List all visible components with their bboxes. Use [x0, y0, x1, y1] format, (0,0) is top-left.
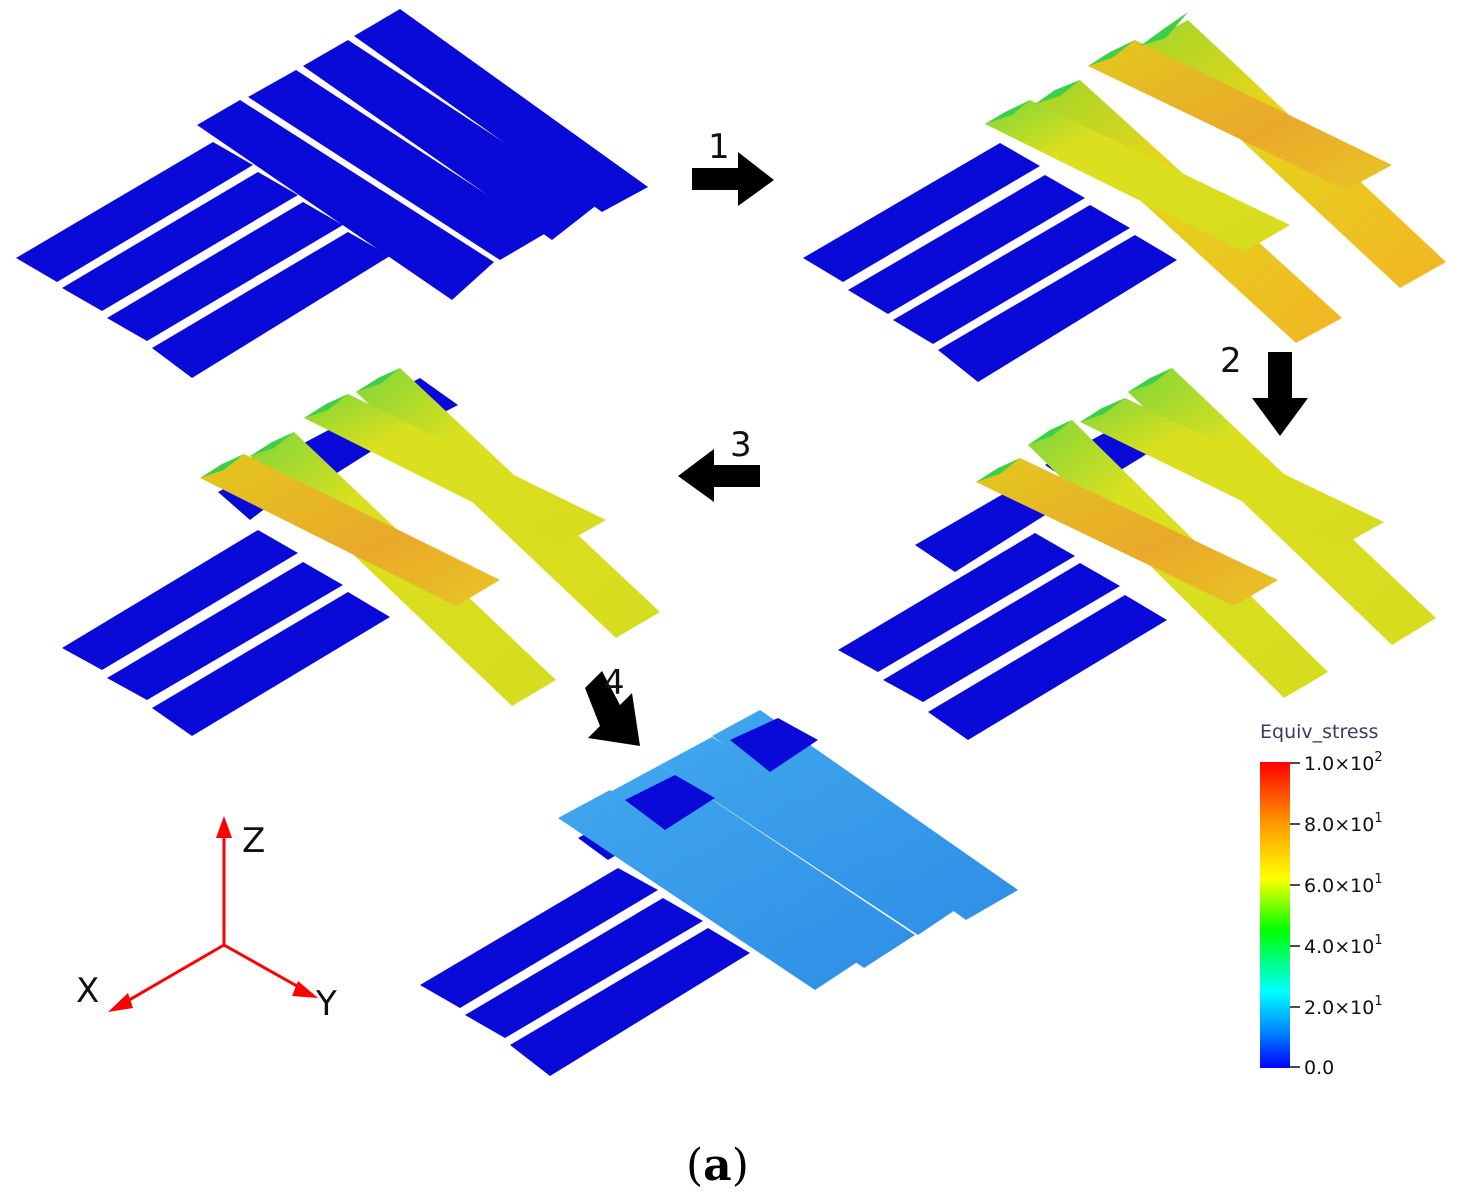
legend-tick-label: 0.0: [1304, 1057, 1334, 1079]
stress-tip: [1035, 80, 1080, 104]
stress-tip: [1140, 12, 1188, 46]
flat-strip: [915, 490, 1050, 572]
step-label-3: 3: [730, 425, 752, 465]
panel-step-1: [803, 12, 1446, 382]
flat-strip: [838, 533, 1075, 672]
stress-tip: [976, 458, 1020, 482]
arrow-left-icon: [678, 449, 760, 502]
axes-triad: [108, 816, 318, 1012]
bent-strip: [200, 454, 500, 606]
flat-strip: [152, 232, 390, 378]
flat-strip: [197, 100, 494, 300]
x-axis-label: X: [76, 971, 99, 1011]
step-label-2: 2: [1220, 341, 1242, 381]
y-axis: [223, 943, 305, 992]
step-label-4: 4: [603, 663, 625, 703]
bent-strip: [1088, 40, 1392, 190]
legend-tick-label: 8.0×101: [1304, 811, 1383, 836]
legend-tick-label: 4.0×101: [1304, 933, 1383, 958]
step-label-1: 1: [708, 127, 730, 167]
flat-strip: [62, 172, 298, 311]
flat-strip: [625, 775, 715, 830]
released-strip: [660, 737, 970, 935]
flat-strip: [248, 70, 546, 260]
legend-ticks: [1290, 762, 1300, 1068]
stress-tip: [1088, 40, 1135, 66]
z-axis-label: Z: [242, 821, 265, 861]
stress-tip: [1128, 368, 1172, 392]
panel-step-3: [62, 368, 660, 736]
stress-tip: [356, 368, 400, 392]
flat-strip: [107, 202, 343, 341]
step-arrow-2: 2: [1220, 341, 1308, 436]
bent-strip: [976, 458, 1278, 606]
legend-tick-label: 1.0×102: [1304, 750, 1383, 775]
flat-strip: [730, 718, 818, 772]
step-arrow-4: 4: [585, 663, 640, 746]
step-arrow-3: 3: [678, 425, 760, 502]
bent-strip: [304, 394, 606, 546]
arrow-right-icon: [692, 152, 774, 206]
flat-strip: [928, 595, 1167, 740]
flat-strip: [107, 562, 343, 700]
z-arrowhead-icon: [216, 816, 232, 838]
panel-step-2: [838, 368, 1436, 740]
flat-strip: [803, 143, 1040, 282]
stress-tip: [304, 394, 348, 418]
stress-tip: [1028, 420, 1072, 445]
legend-colorbar: [1260, 762, 1290, 1068]
flat-strip: [465, 898, 703, 1038]
bent-strip: [985, 100, 1290, 252]
y-arrowhead-icon: [292, 981, 318, 998]
legend-title: Equiv_stress: [1260, 721, 1378, 743]
stress-tip: [985, 100, 1030, 124]
bent-strip: [1080, 398, 1384, 548]
panel-initial: [16, 9, 648, 378]
legend-tick-label: 6.0×101: [1304, 872, 1383, 897]
arrow-down-icon: [1252, 352, 1308, 436]
flat-strip: [354, 9, 648, 212]
flat-strip: [938, 235, 1177, 382]
flat-strip: [420, 868, 658, 1008]
flat-strip: [152, 592, 390, 736]
x-arrowhead-icon: [108, 993, 133, 1012]
x-axis: [123, 943, 225, 1005]
released-strip: [712, 710, 1018, 920]
flat-strip: [893, 205, 1130, 344]
stress-tip: [250, 432, 294, 456]
figure-caption: (a): [686, 1140, 749, 1191]
stress-tip: [1080, 398, 1125, 422]
flat-strip: [16, 142, 253, 282]
y-axis-label: Y: [315, 984, 337, 1024]
flat-strip: [303, 40, 598, 240]
flat-strip: [848, 175, 1085, 314]
released-strip: [558, 790, 868, 990]
stress-legend: Equiv_stress 1.0×102 8.0×101 6.0×101 4.0…: [1260, 721, 1383, 1079]
step-arrow-1: 1: [692, 127, 774, 206]
legend-tick-label: 2.0×101: [1304, 994, 1383, 1019]
flat-strip: [510, 928, 750, 1076]
arrow-diagonal-icon: [585, 671, 640, 746]
stress-tip: [200, 454, 244, 478]
flat-strip: [62, 530, 298, 670]
panel-step-4: [420, 710, 1018, 1076]
flat-strip: [883, 563, 1120, 702]
